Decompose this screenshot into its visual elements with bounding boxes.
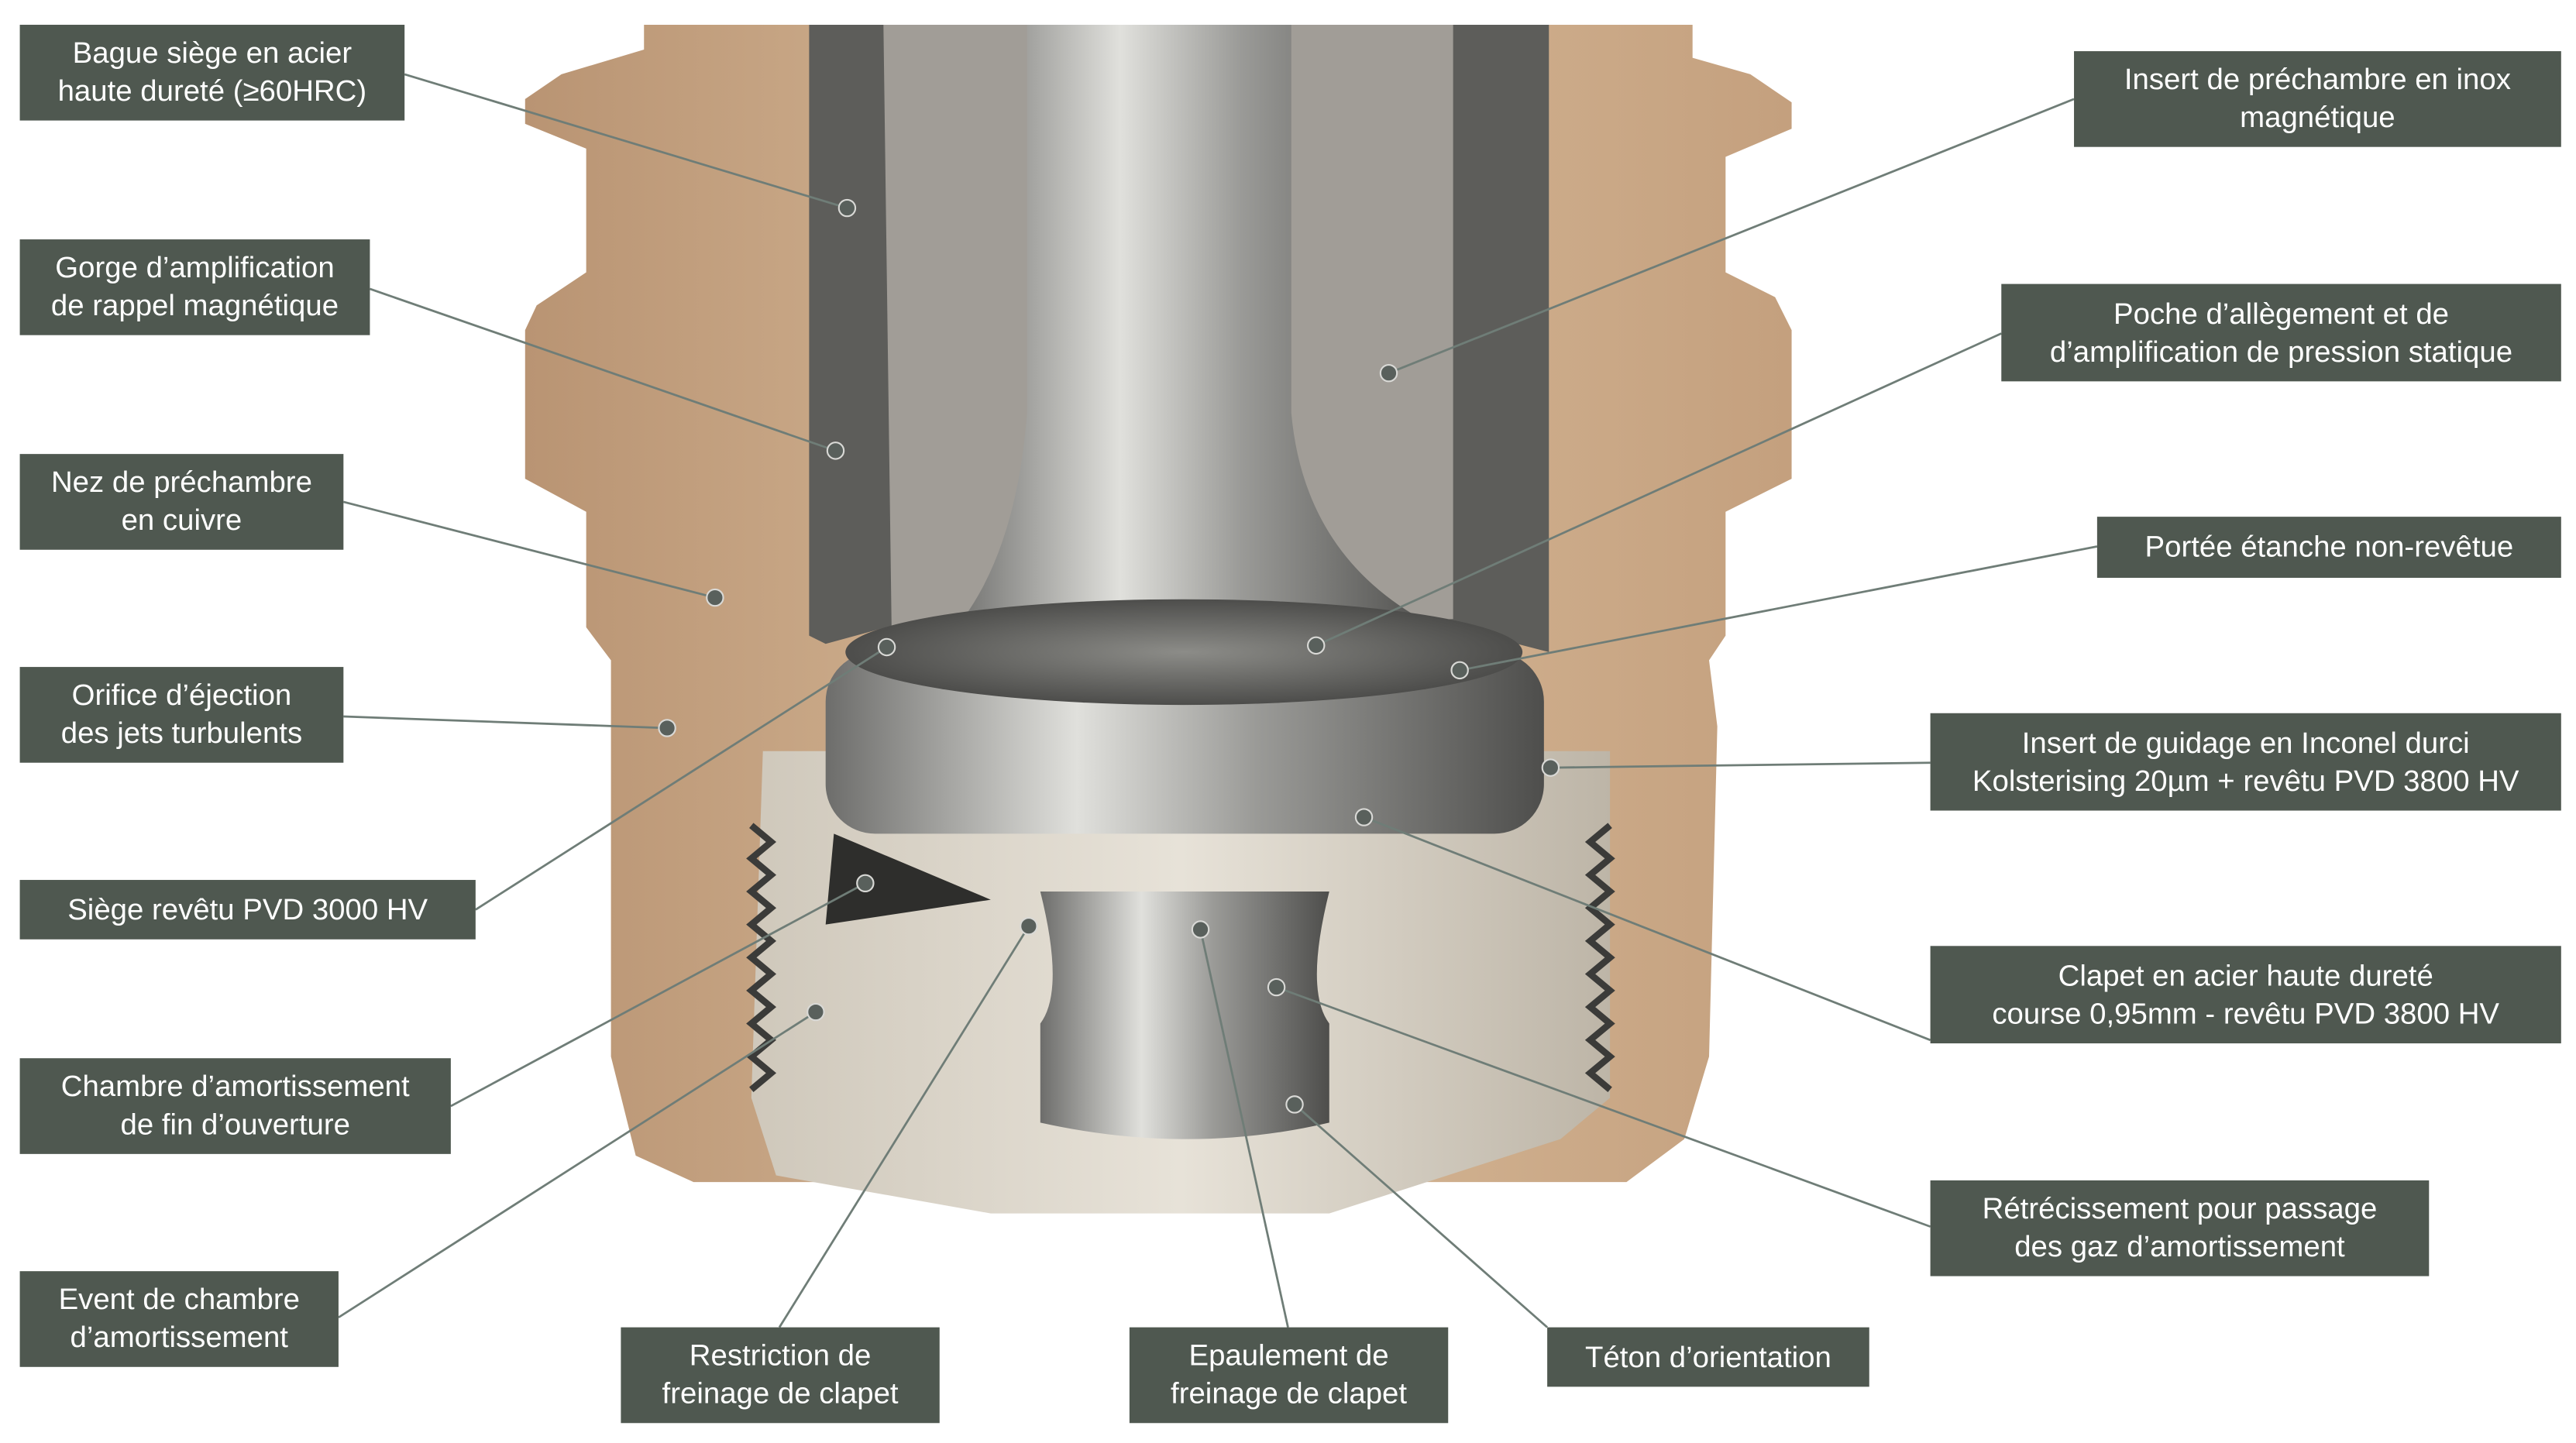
valve-disk	[825, 651, 1544, 834]
leader-dot-nez	[706, 588, 724, 607]
prechamber-insert-right	[1444, 24, 1549, 652]
orientation-stud	[1040, 891, 1329, 1139]
label-teton: Téton d’orientation	[1547, 1327, 1869, 1387]
leader-dot-chambre	[856, 874, 875, 893]
leader-dot-restriction	[1020, 916, 1038, 936]
leader-dot-insert-prechambre	[1379, 363, 1398, 383]
leader-line-chambre	[450, 882, 866, 1108]
damping-chamber	[825, 833, 991, 925]
label-siege-revetu: Siège revêtu PVD 3000 HV	[19, 880, 476, 940]
label-portee: Portée étanche non-revêtue	[2096, 517, 2561, 578]
leader-dot-portee	[1450, 661, 1469, 680]
leader-dot-bague-siege	[837, 198, 857, 218]
leader-dot-insert-guidage	[1541, 758, 1560, 777]
leader-line-poche	[1316, 332, 2002, 647]
leader-dot-gorge	[826, 441, 845, 460]
leader-line-epaulement	[1199, 929, 1289, 1328]
leader-line-gorge	[369, 287, 836, 452]
leader-dot-siege-revetu	[877, 637, 896, 657]
leader-dot-retrecissement	[1267, 977, 1286, 997]
leader-line-insert-prechambre	[1388, 98, 2075, 374]
valve-stem	[949, 24, 1437, 636]
leader-line-insert-guidage	[1550, 761, 1931, 769]
leader-line-siege-revetu	[475, 646, 888, 911]
leader-line-bague-siege	[404, 73, 848, 209]
leader-line-clapet	[1364, 816, 1931, 1042]
leader-dot-event	[807, 1002, 825, 1022]
leader-dot-epaulement	[1191, 920, 1210, 939]
valve-face	[845, 599, 1523, 706]
leader-line-event	[338, 1011, 817, 1319]
leader-dot-orifice	[658, 719, 676, 737]
leader-dot-teton	[1285, 1095, 1304, 1114]
leader-line-portee	[1459, 545, 2098, 672]
thread-right	[1584, 823, 1615, 1092]
leader-line-nez	[342, 500, 716, 599]
leader-line-restriction	[778, 925, 1030, 1328]
leader-dot-poche	[1307, 636, 1326, 655]
leader-line-retrecissement	[1276, 986, 1931, 1228]
leader-line-teton	[1294, 1103, 1549, 1328]
leader-line-orifice	[343, 715, 668, 730]
leader-dot-clapet	[1354, 808, 1374, 826]
